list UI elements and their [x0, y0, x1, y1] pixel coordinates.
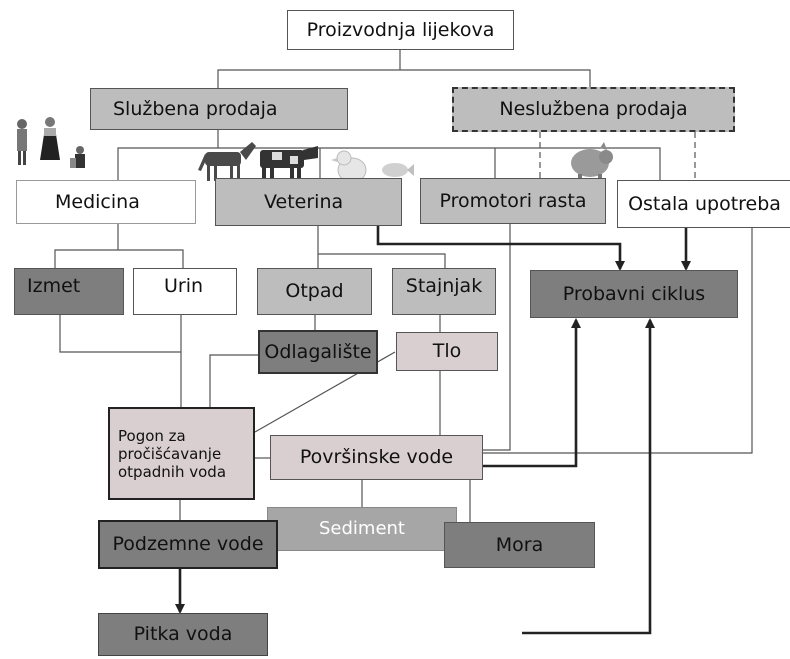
line-sluzbena-split: [117, 147, 661, 185]
line-top-split: [217, 69, 591, 88]
line-medicina-split: [54, 249, 184, 268]
cow-figure: [260, 146, 318, 185]
node-stajnjak: Stajnjak: [392, 268, 496, 315]
node-sluzbena-prodaja: Službena prodaja: [90, 88, 348, 130]
node-promotori-rasta: Promotori rasta: [420, 178, 606, 224]
node-otpad: Otpad: [257, 268, 372, 315]
fish-figure: [382, 163, 414, 177]
node-ostala-upotreba: Ostala upotreba: [617, 180, 790, 228]
line-odlagaliste: [209, 354, 258, 407]
line-promotori: [483, 224, 511, 451]
node-probavni-ciklus: Probavni ciklus: [530, 270, 738, 318]
node-veterina: Veterina: [215, 178, 402, 226]
node-proizvodnja-lijekova: Proizvodnja lijekova: [287, 10, 514, 50]
node-sediment: Sediment: [267, 507, 457, 551]
node-nesluzbena-prodaja: Neslužbena prodaja: [452, 87, 735, 132]
arrow-veterina-probavni: [376, 226, 625, 271]
node-podzemne-vode: Podzemne vode: [98, 520, 278, 569]
node-odlagaliste: Odlagalište: [258, 330, 378, 374]
line-ostala: [483, 228, 753, 454]
line-izmet: [59, 315, 181, 353]
people-figure: [17, 117, 85, 168]
node-urin: Urin: [133, 268, 237, 315]
node-pogon-za-prociscavanje: Pogon za pročišćavanje otpadnih voda: [108, 407, 255, 500]
node-pitka-voda: Pitka voda: [98, 613, 268, 656]
node-povrsinske-vode: Površinske vode: [270, 435, 483, 480]
node-tlo: Tlo: [396, 332, 498, 371]
arrow-povrsinske-probavni: [483, 318, 581, 468]
horse-figure: [198, 142, 256, 181]
node-mora: Mora: [444, 522, 595, 568]
line-veterina: [317, 226, 446, 268]
node-izmet: Izmet: [14, 268, 124, 315]
node-medicina: Medicina: [16, 180, 196, 224]
arrow-pitka-probavni: [522, 318, 655, 635]
